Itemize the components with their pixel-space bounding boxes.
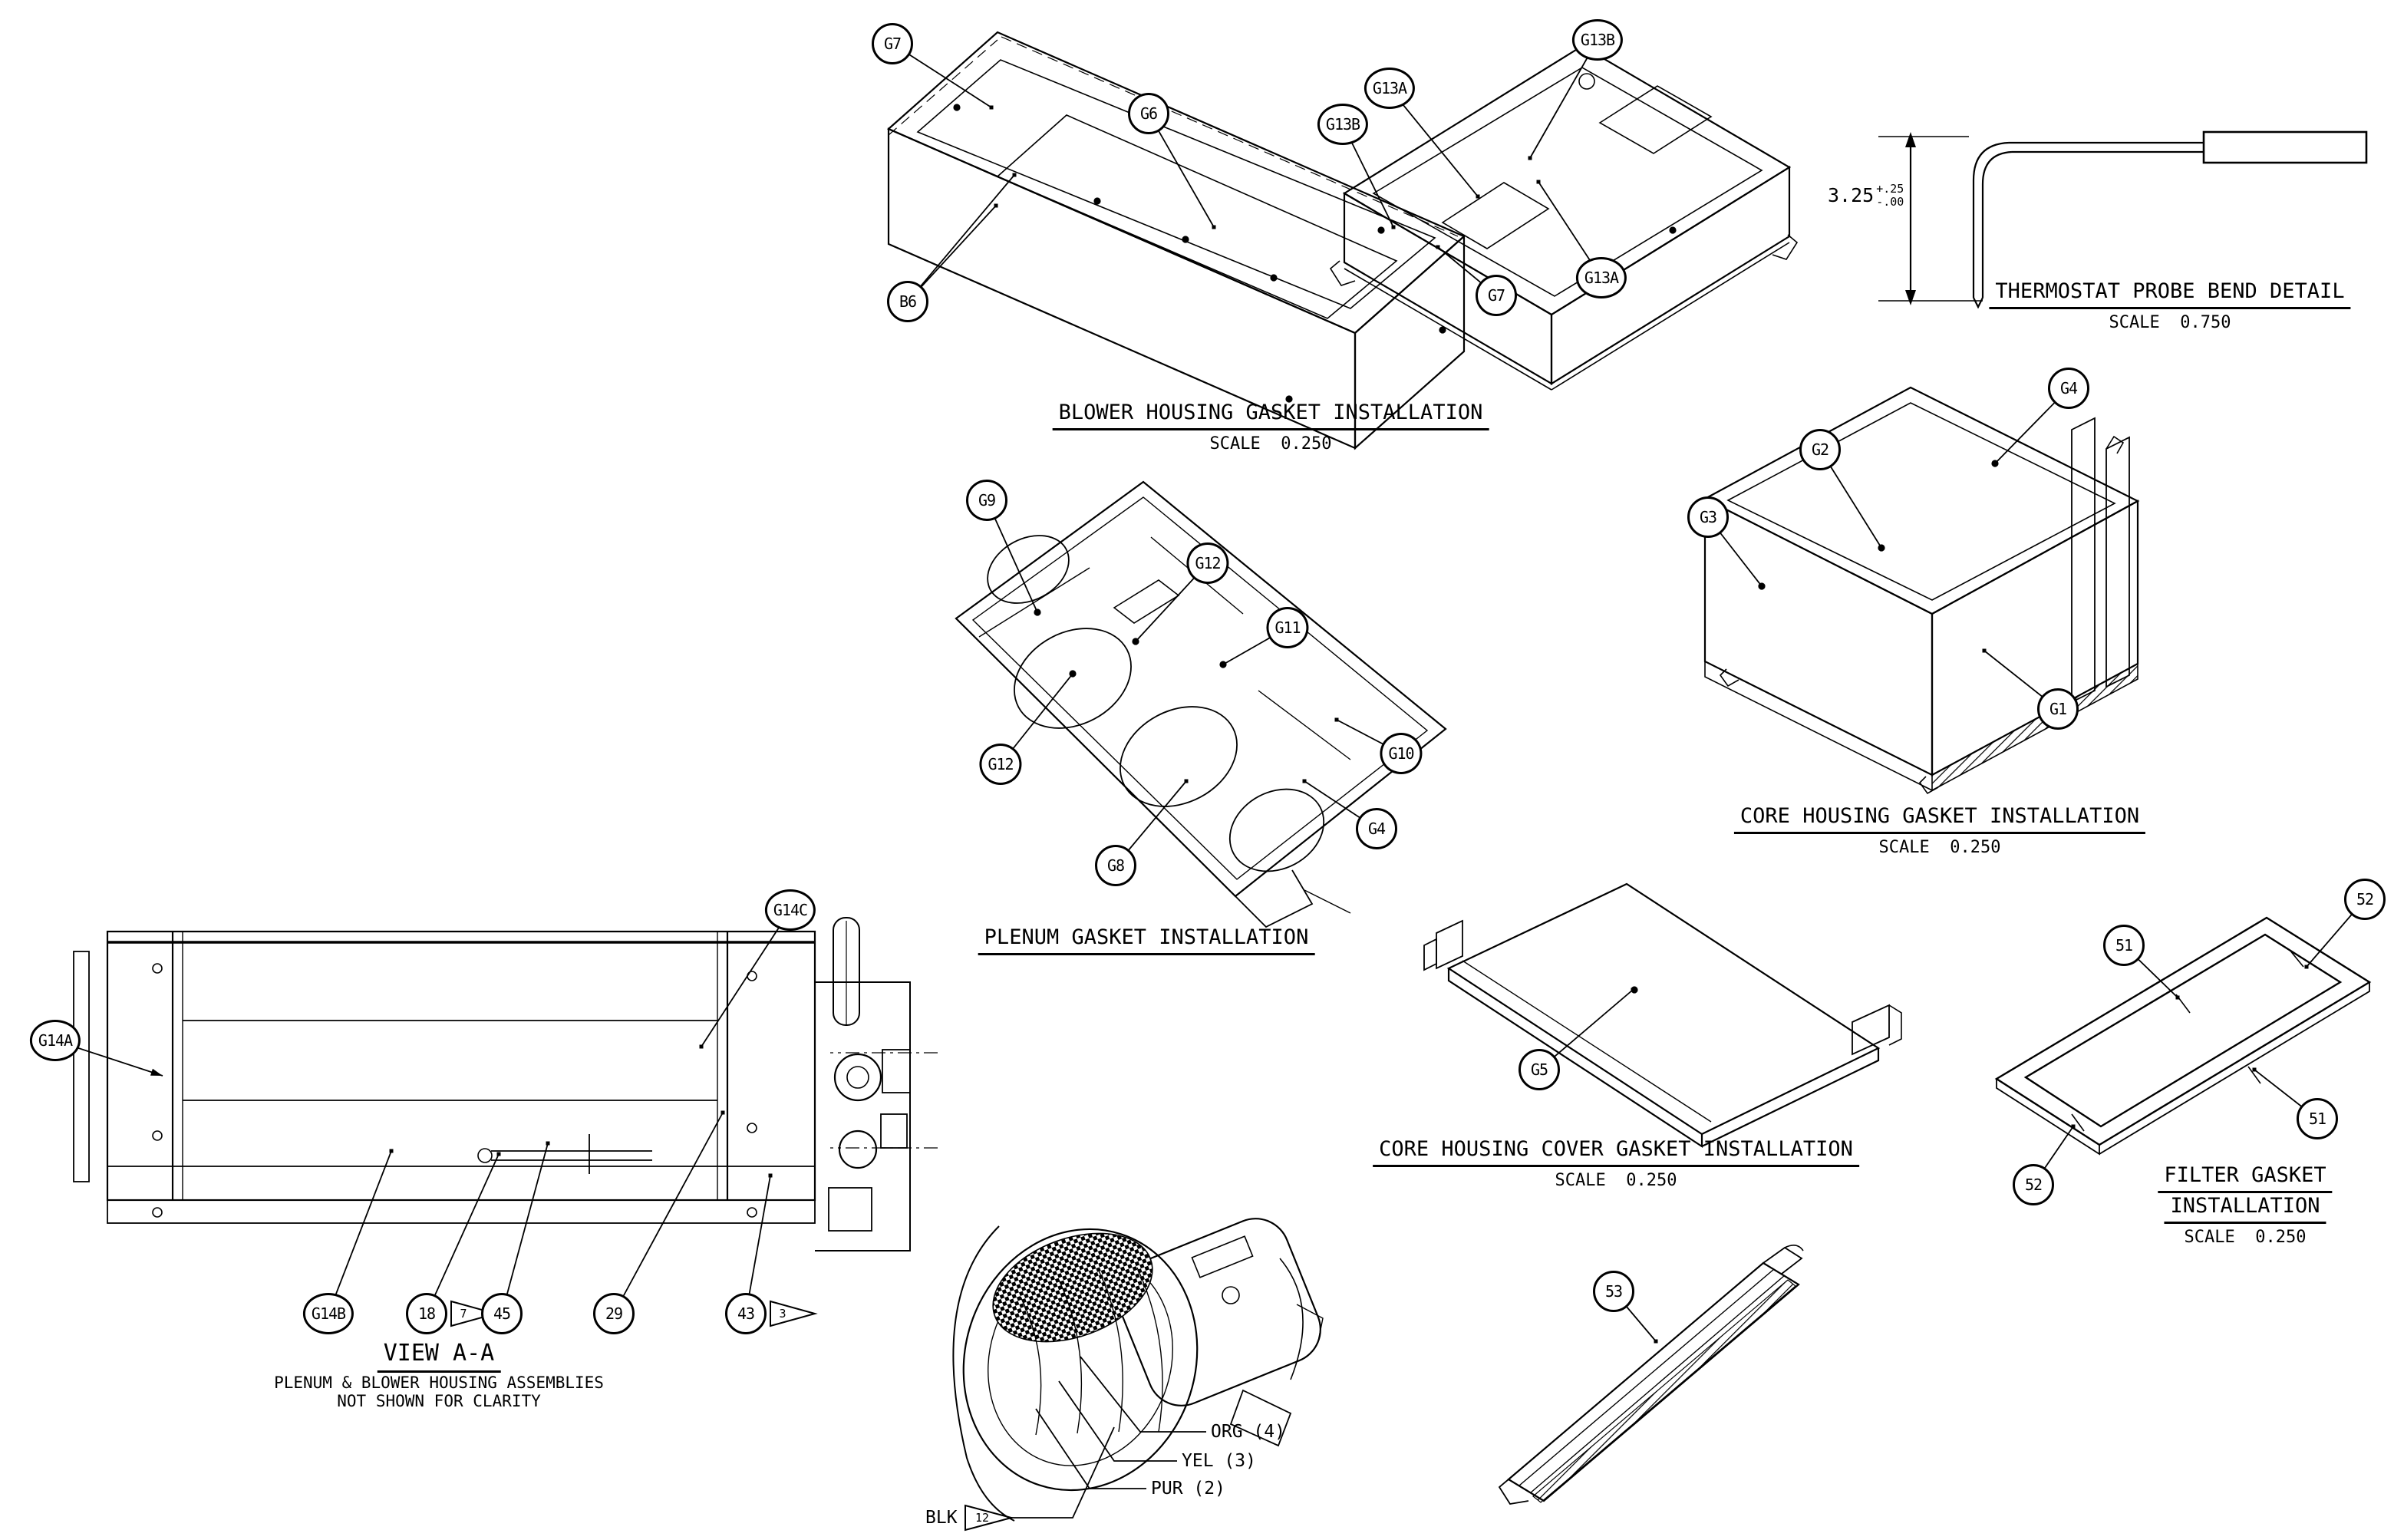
- probe-dimension: 3.25 +.25 -.00: [1828, 183, 1904, 208]
- balloon-g1: G1: [2037, 688, 2079, 730]
- balloon-g7-top-left: G7: [872, 23, 913, 64]
- balloon-51-bottom: 51: [2297, 1098, 2338, 1139]
- balloon-b6: B6: [887, 281, 928, 322]
- blower-housing-cover-box-drawing: [1329, 45, 1799, 391]
- wire-leaders: [1011, 1356, 1206, 1519]
- filter-title-line2: INSTALLATION: [2164, 1194, 2326, 1224]
- note-flags: [450, 1300, 1014, 1532]
- balloon-g5: G5: [1519, 1049, 1560, 1090]
- balloon-g11: G11: [1266, 607, 1309, 648]
- wire-label-pur: PUR (2): [1151, 1479, 1225, 1499]
- thermostat-probe-drawing: [1878, 130, 2368, 309]
- wire-label-org: ORG (4): [1211, 1422, 1285, 1442]
- core-housing-title: CORE HOUSING GASKET INSTALLATION: [1733, 804, 2146, 834]
- core-cover-scale: SCALE 0.250: [1555, 1171, 1677, 1190]
- wire-label-yel: YEL (3): [1182, 1451, 1256, 1471]
- balloon-52-top: 52: [2344, 879, 2386, 920]
- flag-triangle-18: [450, 1300, 499, 1327]
- balloon-g14b: G14B: [302, 1293, 354, 1334]
- dimension-value: 3.25: [1828, 184, 1875, 206]
- balloon-g12-upper: G12: [1186, 542, 1229, 584]
- view-a-a-note2: NOT SHOWN FOR CLARITY: [337, 1392, 541, 1410]
- balloon-leaders: [54, 39, 2366, 1344]
- balloon-45: 45: [481, 1293, 523, 1334]
- blower-housing-scale: SCALE 0.250: [1209, 434, 1332, 453]
- filter-title-line1: FILTER GASKET: [2158, 1163, 2333, 1193]
- core-housing-drawing: [1703, 386, 2140, 795]
- balloon-g12-lower: G12: [979, 744, 1022, 785]
- balloon-51-top: 51: [2103, 925, 2145, 966]
- balloon-g3: G3: [1687, 496, 1729, 538]
- balloon-52-bottom: 52: [2013, 1164, 2054, 1205]
- core-housing-cover-drawing: [1423, 882, 1902, 1149]
- balloon-29: 29: [593, 1293, 635, 1334]
- flag-triangle-blk: [965, 1504, 1014, 1532]
- balloon-g4-core: G4: [2048, 368, 2089, 409]
- blower-motor-drawing: [952, 1218, 1324, 1522]
- balloon-g2: G2: [1799, 429, 1841, 470]
- balloon-g13a-bottom: G13A: [1575, 257, 1627, 298]
- blower-housing-open-box-drawing: [886, 31, 1466, 450]
- balloon-g4-plenum: G4: [1356, 808, 1397, 849]
- core-housing-scale: SCALE 0.250: [1878, 838, 2001, 857]
- balloon-g14c: G14C: [764, 889, 816, 931]
- thermostat-scale: SCALE 0.750: [2109, 313, 2231, 332]
- balloon-18: 18: [406, 1293, 447, 1334]
- balloon-53: 53: [1593, 1271, 1634, 1312]
- balloon-g13b-left: G13B: [1317, 104, 1369, 145]
- view-a-a-title: VIEW A-A: [377, 1340, 501, 1373]
- wire-label-blk: BLK: [925, 1508, 958, 1528]
- flag-number-blk: 12: [974, 1511, 990, 1525]
- filter-scale: SCALE 0.250: [2184, 1228, 2307, 1247]
- balloon-g10: G10: [1380, 733, 1423, 774]
- core-cover-title: CORE HOUSING COVER GASKET INSTALLATION: [1373, 1137, 1859, 1167]
- flag-triangle-43: [770, 1300, 818, 1327]
- balloon-g7-right: G7: [1476, 275, 1517, 316]
- flag-number-18: 7: [460, 1307, 467, 1321]
- balloon-g13b-top: G13B: [1571, 19, 1624, 61]
- balloon-43: 43: [725, 1293, 767, 1334]
- flag-number-43: 3: [779, 1307, 786, 1321]
- view-a-a-note1: PLENUM & BLOWER HOUSING ASSEMBLIES: [274, 1373, 604, 1392]
- tolerance-minus: -.00: [1876, 194, 1904, 209]
- balloon-g8: G8: [1095, 845, 1136, 886]
- view-a-a-drawing: [73, 917, 938, 1251]
- blower-housing-title: BLOWER HOUSING GASKET INSTALLATION: [1052, 401, 1489, 430]
- filter-gasket-drawing: [1994, 916, 2372, 1156]
- thermostat-title: THERMOSTAT PROBE BEND DETAIL: [1989, 279, 2351, 309]
- balloon-g14a: G14A: [29, 1020, 81, 1061]
- dimension-tolerance: +.25 -.00: [1876, 183, 1904, 208]
- balloon-g6: G6: [1128, 93, 1169, 134]
- plenum-title: PLENUM GASKET INSTALLATION: [978, 925, 1315, 955]
- balloon-g13a-top: G13A: [1364, 68, 1416, 109]
- tolerance-plus: +.25: [1876, 182, 1904, 196]
- balloon-g9: G9: [966, 480, 1007, 521]
- channel-gasket-drawing: [1498, 1245, 1804, 1505]
